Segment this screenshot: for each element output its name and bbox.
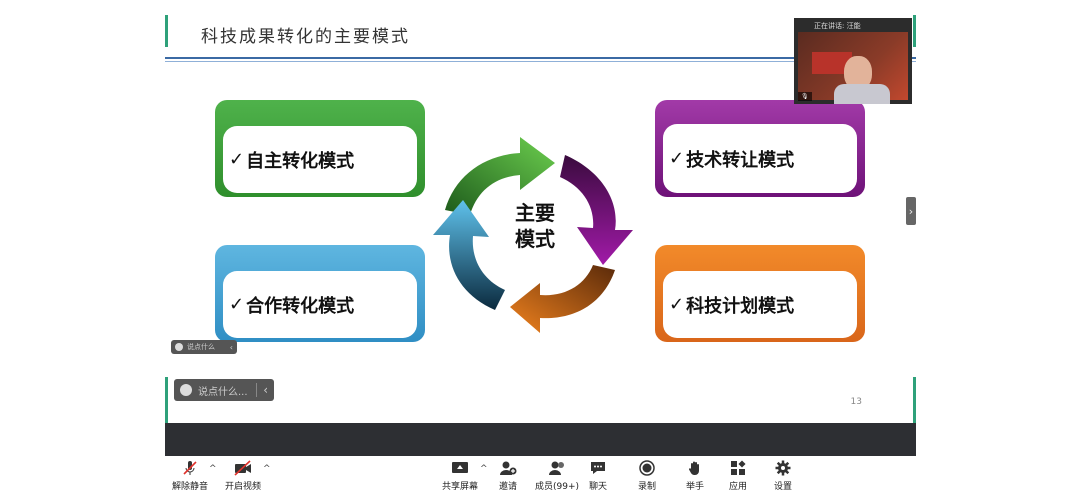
record-button[interactable]: 录制 [638,460,656,492]
check-icon: ✓ [229,294,245,315]
video-button[interactable]: 开启视频 [225,460,261,492]
title-divider [165,61,916,62]
video-options-caret[interactable]: ^ [263,464,271,474]
mic-icon: 🎙 [798,92,812,101]
center-label: 主要 模式 [515,201,555,251]
check-icon: ✓ [669,294,685,315]
raise-hand-button[interactable]: 举手 [686,460,704,492]
mute-button[interactable]: 解除静音 [172,460,208,492]
arrow-green [445,137,555,215]
camera-off-icon [234,460,251,476]
mode-label: 科技计划模式 [686,295,795,317]
hand-icon [688,461,699,475]
slide-accent-bar [165,377,168,423]
mode-box-cooperation: ✓合作转化模式 [215,245,425,342]
chevron-left-icon: ‹ [229,342,233,352]
slide-accent-bar [913,15,916,47]
add-user-icon [500,461,517,475]
collapse-comments-icon[interactable]: ‹ [256,383,274,397]
speaking-status: 正在讲话: 汪能 [814,22,861,30]
share-screen-icon [452,462,468,473]
meeting-toolbar: 解除静音 ^ 开启视频 ^ 共享屏幕 ^ 邀请 成员(99+) 聊天 录制 举手… [165,456,916,502]
gear-icon [775,460,791,476]
chat-icon [591,462,605,474]
mode-box-plan: ✓科技计划模式 [655,245,865,342]
comment-input[interactable]: 说点什么... ‹ [174,379,274,401]
cycle-diagram [433,137,633,333]
mode-box-independent: ✓自主转化模式 [215,100,425,197]
comment-input-echo: 说点什么 ‹ [171,340,237,354]
members-icon [549,461,565,475]
apps-icon [731,460,746,475]
arrow-purple [560,155,633,265]
apps-button[interactable]: 应用 [729,460,747,492]
slide-title: 科技成果转化的主要模式 [201,27,410,47]
record-icon [639,460,655,476]
mode-label: 自主转化模式 [246,150,355,172]
check-icon: ✓ [229,149,245,170]
slide-accent-bar [165,15,168,47]
slide-accent-bar [913,377,916,423]
arrow-orange [510,265,615,333]
meeting-strip [165,423,916,456]
expand-panel-button[interactable]: › [906,197,916,225]
mode-label: 合作转化模式 [246,295,355,317]
video-banner [812,52,852,74]
mode-label: 技术转让模式 [686,149,795,171]
mic-muted-icon [183,461,197,475]
mode-box-transfer: ✓技术转让模式 [655,100,865,197]
invite-button[interactable]: 邀请 [499,460,517,492]
arrow-blue [433,200,505,310]
share-screen-button[interactable]: 共享屏幕 [442,460,478,492]
title-divider [165,57,916,59]
emoji-icon[interactable] [180,384,192,396]
emoji-icon [175,343,183,351]
check-icon: ✓ [669,148,685,169]
presentation-slide: 科技成果转化的主要模式 ✓自主转化模式 ✓技术转让模式 ✓合作转化模式 ✓科技计… [165,15,916,423]
mute-options-caret[interactable]: ^ [209,464,217,474]
comment-placeholder: 说点什么... [198,386,248,398]
share-options-caret[interactable]: ^ [480,464,488,474]
speaker-video[interactable]: 正在讲话: 汪能 🎙 [794,18,912,104]
slide-page-number: 13 [850,397,862,407]
members-button[interactable]: 成员(99+) [535,460,579,492]
speaker-body [834,84,890,104]
chevron-right-icon: › [908,204,914,218]
settings-button[interactable]: 设置 [774,460,792,492]
chat-button[interactable]: 聊天 [589,460,607,492]
